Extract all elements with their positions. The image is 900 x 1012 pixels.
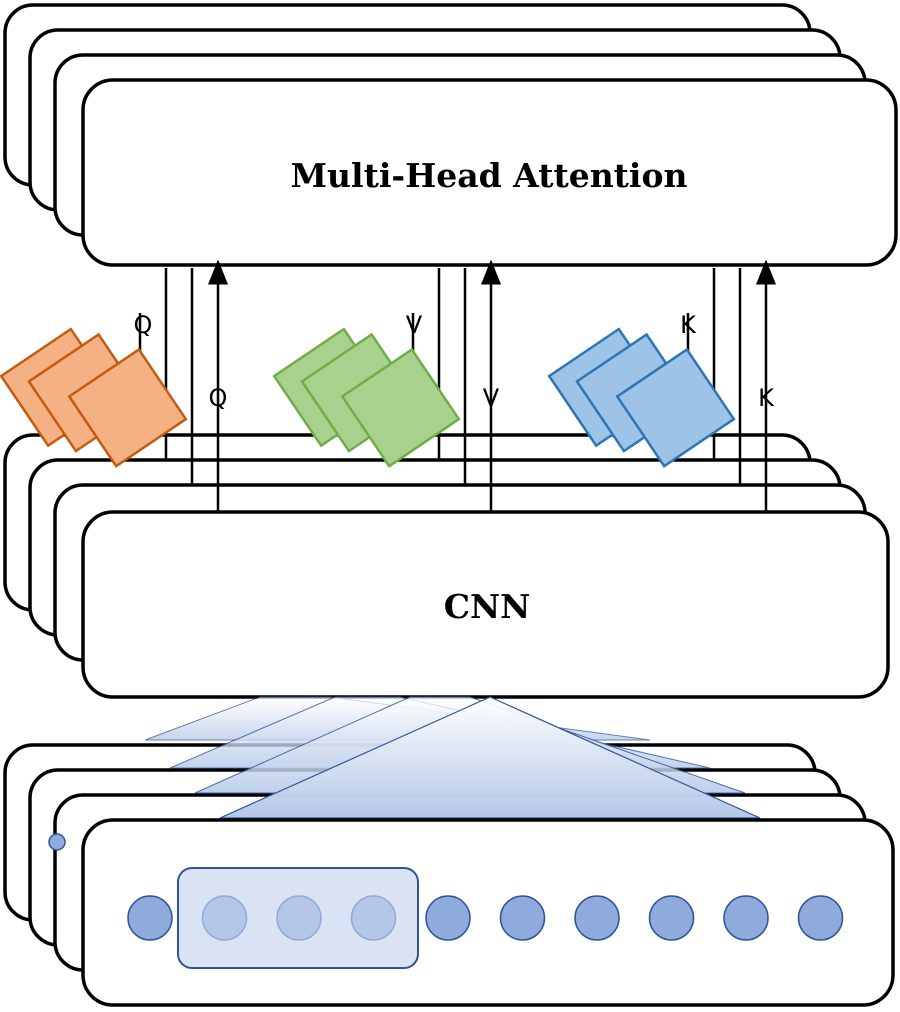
matrix-q-label-bottom: Q (209, 384, 228, 412)
matrix-k-cell-front (615, 347, 736, 468)
matrix-q (0, 327, 188, 468)
conv-fan-front (219, 696, 761, 819)
input-tokens (127, 895, 844, 941)
cnn-stack: CNN (3, 433, 890, 699)
input-token-3 (276, 895, 322, 941)
matrix-v (272, 327, 461, 468)
input-token-9 (723, 895, 769, 941)
input-token-7 (574, 895, 620, 941)
matrix-q-label-top: Q (134, 311, 153, 339)
attention-label: Multi-Head Attention (291, 156, 688, 195)
cnn-label: CNN (444, 587, 531, 626)
input-token-6 (499, 895, 546, 941)
input-token-5 (425, 895, 471, 941)
convolution-fans (144, 696, 761, 819)
input-token-2 (201, 895, 248, 941)
input-panel (81, 818, 895, 1007)
attention-stack: Multi-Head Attention (3, 3, 898, 267)
input-token-1 (127, 895, 173, 941)
matrix-k (547, 327, 736, 468)
matrix-v-label-top: V (406, 311, 423, 339)
cnn-layer-front (81, 510, 890, 699)
matrix-k-label-bottom: K (758, 384, 775, 412)
matrix-k-label-top: K (680, 311, 697, 339)
input-token-10 (797, 895, 844, 941)
input-token-back (48, 833, 66, 851)
projection-matrices: Q Q V V K K (0, 311, 775, 468)
matrix-v-label-bottom: V (483, 384, 500, 412)
input-token-4 (350, 895, 397, 941)
connection-arrows (138, 259, 776, 512)
matrix-q-cell-front (67, 347, 188, 468)
input-token-8 (648, 895, 695, 941)
matrix-v-cell-front (340, 347, 461, 468)
